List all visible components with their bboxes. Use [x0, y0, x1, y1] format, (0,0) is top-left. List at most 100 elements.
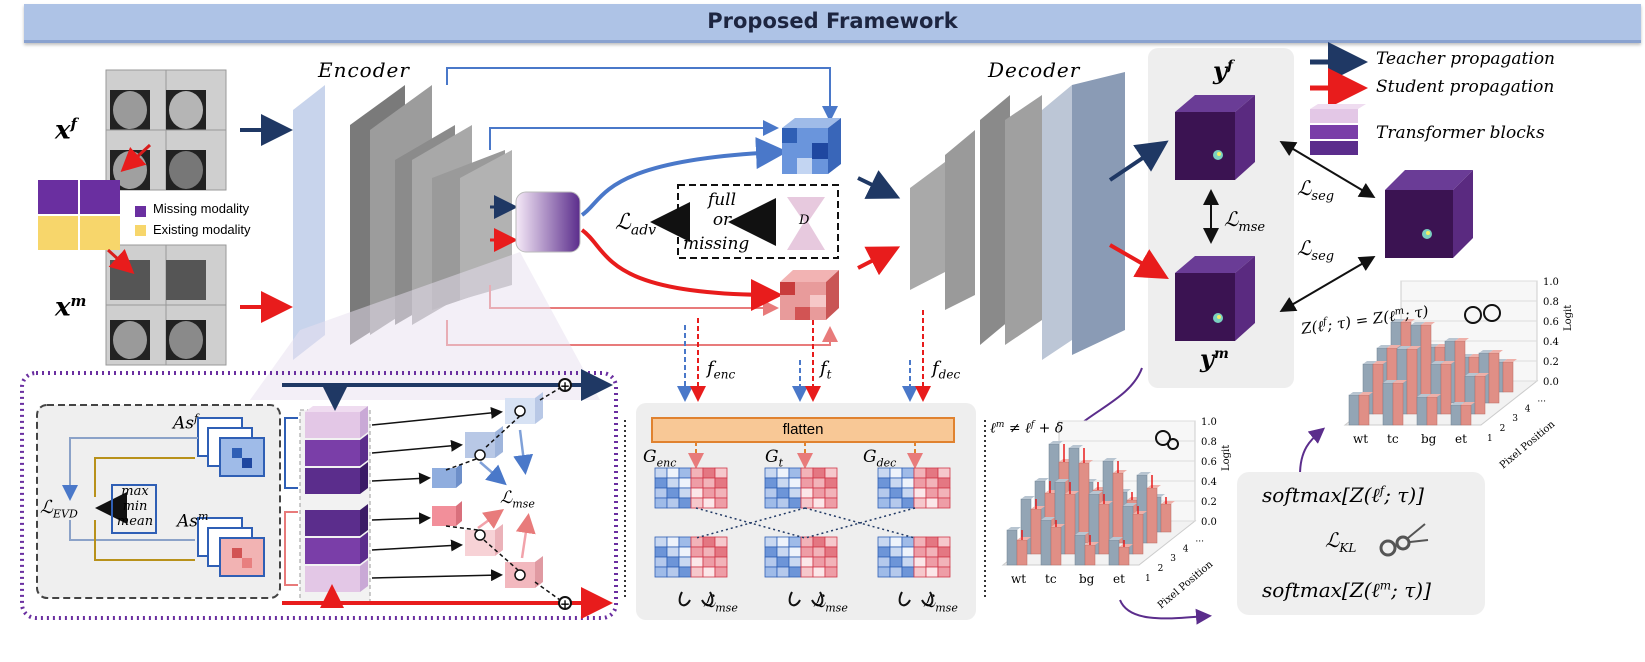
- chart-bar-teacher: [1382, 382, 1394, 426]
- chart-bar-top: [1119, 544, 1133, 547]
- gram-cell: [702, 467, 716, 479]
- gram-cell: [913, 546, 927, 558]
- gram-cell: [824, 477, 838, 489]
- gram-cell: [776, 546, 790, 558]
- chart-bar-teacher: [1108, 539, 1120, 566]
- chart-bar-top: [1387, 345, 1401, 348]
- missing-modality-label: Missing modality: [153, 201, 250, 216]
- gram-cell: [678, 497, 692, 509]
- link-icon: [1464, 304, 1501, 324]
- chart-bar-teacher: [1450, 404, 1462, 426]
- gram-cell: [666, 536, 680, 548]
- chart-bar-top: [1113, 470, 1127, 473]
- gram-cell: [925, 566, 939, 578]
- gram-cell: [690, 556, 704, 568]
- chart-bar-top: [1075, 532, 1089, 535]
- chart-bar-teacher: [1416, 396, 1428, 426]
- student-legend-label: Student propagation: [1376, 77, 1555, 97]
- chart-bar-top: [1017, 537, 1031, 540]
- missing-modality-images: [105, 244, 227, 366]
- gram-cell: [913, 487, 927, 499]
- gram-cell: [824, 556, 838, 568]
- gram-cell: [812, 546, 826, 558]
- gram-cell: [824, 487, 838, 499]
- chart-bar-top: [1359, 392, 1373, 395]
- gram-cell: [913, 477, 927, 489]
- gram-cell: [776, 536, 790, 548]
- gram-cell: [714, 487, 728, 499]
- depth-tick-label: ...: [1537, 394, 1546, 404]
- chart-bar-student: [1146, 487, 1158, 544]
- gram-cell: [764, 497, 778, 509]
- chart-bar-top: [1417, 394, 1431, 397]
- gram-cell: [764, 536, 778, 548]
- gram-cell: [877, 467, 891, 479]
- gram-cell: [800, 467, 814, 479]
- x-tick-label: bg: [1421, 432, 1437, 446]
- gram-cell: [788, 467, 802, 479]
- chart-bar-student: [1406, 348, 1418, 415]
- gram-cell: [702, 546, 716, 558]
- gram-cell: [937, 487, 951, 499]
- y-tick-label: 0.0: [1201, 517, 1217, 528]
- svg-text:+: +: [560, 597, 570, 611]
- depth-axis-label: Pixel Position: [1498, 419, 1558, 472]
- y-tick-label: 0.8: [1201, 437, 1217, 448]
- gram-cell: [877, 536, 891, 548]
- asf-label: Asf: [173, 412, 199, 434]
- kl-panel: [1237, 472, 1485, 615]
- gram-cell: [702, 566, 716, 578]
- depth-tick-label: ...: [1195, 534, 1204, 544]
- y-axis-label: Logit: [1563, 305, 1574, 331]
- chart-bar-top: [1079, 460, 1093, 463]
- teacher-output-cube: [1175, 95, 1255, 180]
- gram-cell: [937, 556, 951, 568]
- gram-cell: [889, 467, 903, 479]
- gram-cell: [937, 477, 951, 489]
- gram-cell: [800, 546, 814, 558]
- chart-bar-student: [1474, 375, 1486, 415]
- loss-evd: ℒEVD: [40, 497, 78, 521]
- chart-bar-top: [1147, 485, 1161, 488]
- gram-cell: [764, 546, 778, 558]
- gram-cell: [812, 497, 826, 509]
- gram-cell: [702, 556, 716, 568]
- chart-bar-top: [1089, 491, 1103, 494]
- chart-bar-student: [1064, 493, 1076, 555]
- chart-bar-top: [1451, 402, 1465, 405]
- gram-cell: [654, 556, 668, 568]
- gram-cell: [788, 556, 802, 568]
- gram-cell: [764, 487, 778, 499]
- gram-cell: [678, 556, 692, 568]
- chart-bar-student: [1098, 503, 1110, 555]
- decoder-label: Decoder: [988, 58, 1081, 82]
- chart-bar-top: [1373, 361, 1387, 364]
- x-tick-label: tc: [1387, 432, 1399, 446]
- gram-cell: [889, 566, 903, 578]
- gram-cell: [678, 566, 692, 578]
- gram-cell: [901, 556, 915, 568]
- full-modality-images: [105, 69, 227, 191]
- teacher-feature-cube: [782, 118, 841, 174]
- chart-bar-top: [1461, 402, 1475, 405]
- depth-tick-label: 4: [1183, 544, 1189, 554]
- chart-bar-student: [1078, 462, 1090, 544]
- gram-cell: [714, 556, 728, 568]
- y-tick-label: 0.0: [1543, 377, 1559, 388]
- loss-adv: ℒadv: [615, 210, 657, 239]
- gram-cell: [889, 477, 903, 489]
- chart-bar-teacher: [1074, 534, 1086, 566]
- chart-bar-student: [1488, 352, 1500, 404]
- chart-bar-top: [1021, 496, 1035, 499]
- chart-bar-top: [1031, 506, 1045, 509]
- chart-bar-student: [1420, 324, 1432, 404]
- chart-bar-student: [1160, 503, 1172, 533]
- gram-cell: [800, 477, 814, 489]
- logit-mismatch-note: ℓm ≠ ℓf + δ: [990, 420, 1064, 437]
- modality-cubes: [38, 180, 146, 250]
- gram-cell: [654, 467, 668, 479]
- scissors-icon: [1379, 523, 1429, 557]
- loss-seg-student: ℒseg: [1297, 236, 1335, 264]
- gram-cell: [666, 497, 680, 509]
